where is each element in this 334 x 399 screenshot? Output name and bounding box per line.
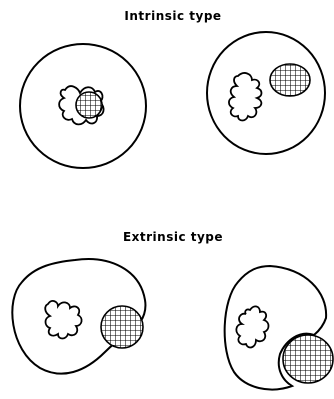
extrinsic-cell-2 [225,266,333,390]
extrinsic-cell-1 [12,259,145,374]
nucleus [45,301,81,339]
intrinsic-cell-2 [207,32,325,154]
inclusion-body [76,92,102,118]
cell-outline [207,32,325,154]
intrinsic-cell-1 [20,44,146,168]
inclusion-body [101,306,143,348]
inclusion-body [270,64,310,96]
nucleus [229,73,262,120]
inclusion-body [283,335,333,383]
